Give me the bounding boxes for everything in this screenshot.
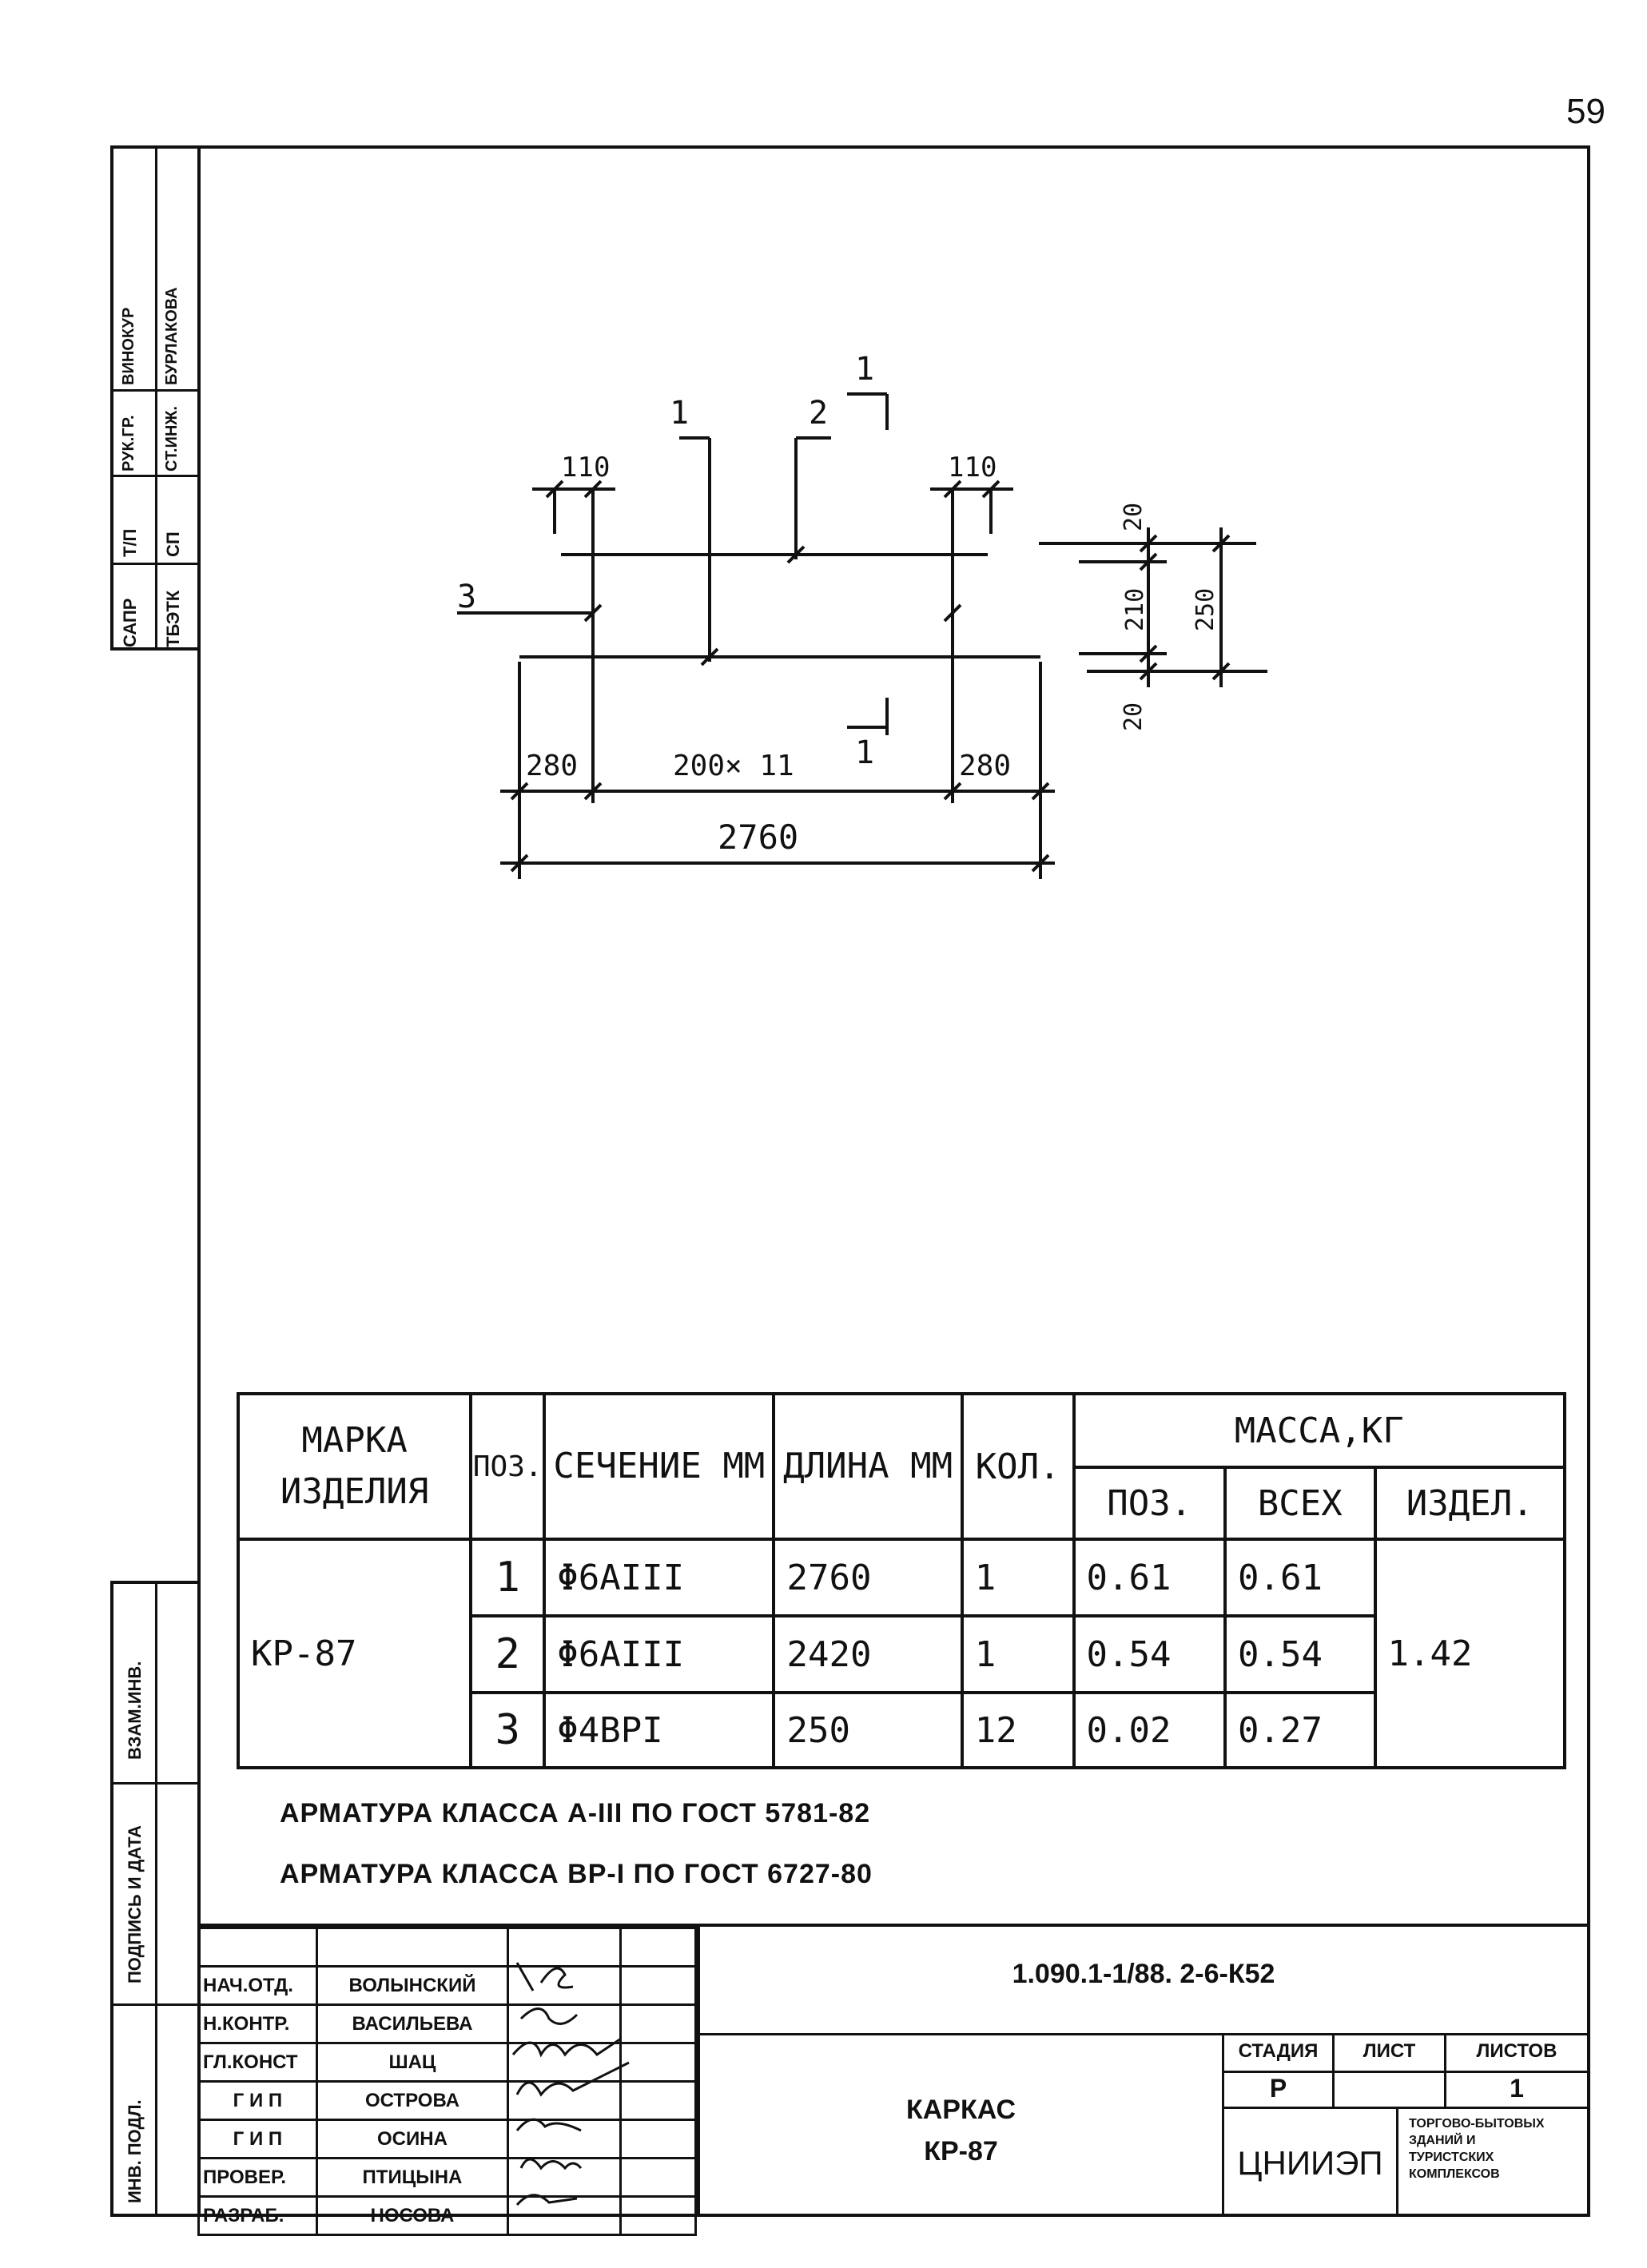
table-row: КР-87 1 Φ6AIII 2760 1 0.61 0.61 1.42 [236,1538,1567,1769]
section-cell: Φ4ВРI [543,1691,776,1769]
length-cell: 250 [772,1691,964,1769]
mass-all-cell: 0.61 [1223,1538,1377,1617]
header-mass-item: ИЗДЕЛ. [1373,1466,1567,1541]
left-bottom-stamp: ВЗАМ.ИНВ. ПОДПИСЬ И ДАТА ИНВ. ПОДЛ. [110,1581,201,2217]
organization-subtitle: ТОРГОВО-БЫТОВЫХ ЗДАНИЙ И ТУРИСТСКИХ КОМП… [1409,2117,1545,2181]
stage-value: Р [1269,2074,1287,2103]
name-cell: ОСТРОВА [315,2080,510,2121]
dim-20-bottom: 20 [1120,702,1148,731]
header-length: ДЛИНА ММ [772,1392,964,1541]
signature-cell [507,2080,622,2121]
stamp-label: ПОДПИСЬ И ДАТА [125,1824,145,1984]
pos-cell: 3 [469,1691,547,1769]
signatures-table: НАЧ.ОТД.ВОЛЫНСКИЙ Н.КОНТР.ВАСИЛЬЕВА ГЛ.К… [197,1927,698,2236]
table-row: РАЗРАБ.НОСОВА [197,2195,698,2236]
pos-cell: 1 [469,1538,547,1617]
item-mass-cell: 1.42 [1373,1538,1567,1769]
stamp-label: ИНВ. ПОДЛ. [125,2099,145,2203]
note-2: АРМАТУРА КЛАССА ВР-I ПО ГОСТ 6727-80 [280,1859,873,1889]
table-row: НАЧ.ОТД.ВОЛЫНСКИЙ [197,1965,698,2006]
dim-210: 210 [1121,588,1149,631]
dim-2760: 2760 [718,818,798,857]
frame-top [110,145,1590,149]
section-mark-top: 1 [855,351,874,388]
dim-280-left: 280 [526,750,578,782]
dim-250: 250 [1191,588,1219,631]
mark-cell: КР-87 [236,1538,473,1769]
length-cell: 2760 [772,1538,964,1617]
dim-20-top: 20 [1120,503,1148,531]
sheets-label: ЛИСТОВ [1476,2040,1557,2062]
left-top-stamp: САПР ТБЭТК Т/П СП РУК.ГР. СТ.ИНЖ. ВИНОКУ… [110,145,201,651]
role-cell: Г И П [197,2119,318,2159]
table-row: 2 Φ6AIII 2420 1 0.54 0.54 [238,1614,1565,1694]
name-cell: ОСИНА [315,2119,510,2159]
pos-3-label: 3 [457,579,476,615]
organization: ЦНИИЭП [1237,2144,1383,2182]
mass-pos-cell: 0.02 [1072,1691,1227,1769]
mass-pos-cell: 0.61 [1072,1538,1227,1617]
document-code: 1.090.1-1/88. 2-6-К52 [1012,1959,1275,1989]
signature-cell [507,2195,622,2236]
role-cell: Н.КОНТР. [197,2003,318,2044]
mass-all-cell: 0.27 [1223,1691,1377,1769]
qty-cell: 1 [960,1614,1076,1694]
role-cell: ГЛ.КОНСТ [197,2042,318,2083]
rebar-cage-drawing: 1 2 3 1 1 110 110 280 200× 11 280 2760 2… [457,351,1267,879]
dim-280-right: 280 [959,750,1011,782]
header-pos: ПОЗ. [469,1392,547,1541]
name-cell: ВАСИЛЬЕВА [315,2003,510,2044]
sheets-value: 1 [1510,2074,1524,2103]
role-cell: ПРОВЕР. [197,2157,318,2198]
header-mark: МАРКА ИЗДЕЛИЯ [236,1392,473,1541]
name-cell: ШАЦ [315,2042,510,2083]
drawing-title-2: КР-87 [924,2136,998,2167]
qty-cell: 12 [960,1691,1076,1769]
dim-110-right: 110 [948,452,997,483]
section-mark-bottom: 1 [855,734,874,771]
dim-110-left: 110 [561,452,610,483]
dim-200x11: 200× 11 [673,750,794,782]
name-cell: ПТИЦЫНА [315,2157,510,2198]
stage-label: СТАДИЯ [1238,2040,1319,2062]
section-cell: Φ6AIII [543,1614,776,1694]
note-1: АРМАТУРА КЛАССА А-III ПО ГОСТ 5781-82 [280,1798,871,1828]
mass-all-cell: 0.54 [1223,1614,1377,1694]
role-cell: РАЗРАБ. [197,2195,318,2236]
signatures-drawing [511,1962,630,2206]
signature-cell [507,2157,622,2198]
section-cell: Φ6AIII [543,1538,776,1617]
mass-pos-cell: 0.54 [1072,1614,1227,1694]
header-mass: МАССА,КГ [1072,1392,1566,1469]
header-mass-all: ВСЕХ [1223,1466,1377,1541]
qty-cell: 1 [960,1538,1076,1617]
name-cell: ВОЛЫНСКИЙ [315,1965,510,2006]
page-number: 59 [1566,92,1605,131]
sheet-label: ЛИСТ [1363,2040,1416,2062]
stamp-label: ВЗАМ.ИНВ. [125,1661,145,1760]
frame-right [1587,145,1590,2217]
header-qty: КОЛ. [960,1392,1076,1541]
specification-table: МАРКА ИЗДЕЛИЯ ПОЗ. СЕЧЕНИЕ ММ ДЛИНА ММ К… [236,1392,1567,1769]
table-row: ПРОВЕР.ПТИЦЫНА [197,2157,698,2198]
pos-1-label: 1 [670,395,689,432]
table-row: Н.КОНТР.ВАСИЛЬЕВА [197,2003,698,2044]
table-row: 3 Φ4ВРI 250 12 0.02 0.27 [238,1691,1565,1769]
frame-bottom [110,2214,1590,2217]
header-section: СЕЧЕНИЕ ММ [543,1392,776,1541]
title-block: НАЧ.ОТД.ВОЛЫНСКИЙ Н.КОНТР.ВАСИЛЬЕВА ГЛ.К… [197,1924,1590,2236]
length-cell: 2420 [772,1614,964,1694]
role-cell: Г И П [197,2080,318,2121]
pos-cell: 2 [469,1614,547,1694]
header-mass-pos: ПОЗ. [1072,1466,1227,1541]
frame-left [197,145,201,2217]
name-cell: НОСОВА [315,2195,510,2236]
role-cell: НАЧ.ОТД. [197,1965,318,2006]
drawing-title-1: КАРКАС [906,2095,1016,2125]
pos-2-label: 2 [809,395,828,432]
